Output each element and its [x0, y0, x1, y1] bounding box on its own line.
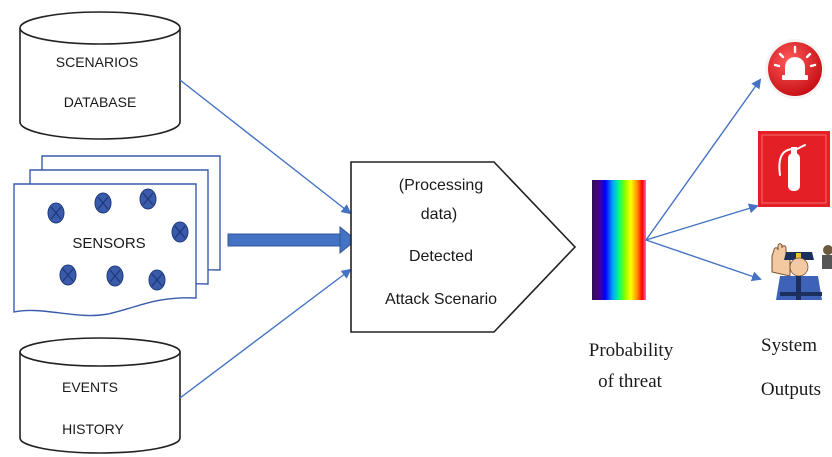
processing-label-2: data) [421, 206, 457, 223]
arrow-to-alarm [645, 78, 762, 241]
sensors-label: SENSORS [72, 235, 145, 252]
scenarios-database-top [19, 11, 181, 45]
scenarios-database-label-2: DATABASE [64, 94, 137, 110]
probability-of-threat: Probability of threat [589, 180, 674, 392]
events-history-label-2: HISTORY [62, 421, 124, 437]
sensors-stack: SENSORS [13, 155, 221, 317]
arrow-scenarios-to-processing [179, 79, 352, 215]
sensor-dots [47, 188, 189, 291]
processing-block: (Processing data) Detected Attack Scenar… [350, 161, 577, 333]
processing-label-3: Detected [409, 248, 473, 265]
fire-extinguisher-icon [758, 131, 830, 207]
security-guard-icon [771, 243, 832, 300]
probability-label-2: of threat [598, 371, 663, 392]
arrow-to-guard [645, 239, 762, 282]
sensor-dot [59, 264, 77, 286]
arrow-sensors-to-processing [227, 225, 357, 255]
events-history-top [19, 337, 181, 367]
threat-spectrum-bar [592, 180, 646, 300]
sensor-dot [171, 221, 189, 243]
sensor-dot [47, 202, 65, 224]
processing-label-1: (Processing [399, 177, 483, 194]
probability-label-1: Probability [589, 340, 674, 361]
sensor-dot [148, 269, 166, 291]
arrow-events-to-processing [179, 268, 352, 399]
sensor-dot [106, 265, 124, 287]
events-history-body [19, 352, 181, 454]
processing-label-4: Attack Scenario [385, 291, 497, 308]
events-history-label-1: EVENTS [62, 379, 118, 395]
scenarios-database-label-1: SCENARIOS [56, 54, 138, 70]
sensor-dot [139, 188, 157, 210]
alarm-siren-icon [765, 39, 825, 99]
arrow-to-extinguisher [645, 203, 759, 241]
sensor-dot [94, 192, 112, 214]
outputs-label-2: Outputs [761, 379, 821, 400]
scenarios-database: SCENARIOS DATABASE [19, 11, 181, 140]
outputs-label-1: System [761, 335, 817, 356]
events-history: EVENTS HISTORY [19, 337, 181, 454]
processing-pentagon [350, 161, 577, 333]
scenarios-database-body [19, 28, 181, 140]
